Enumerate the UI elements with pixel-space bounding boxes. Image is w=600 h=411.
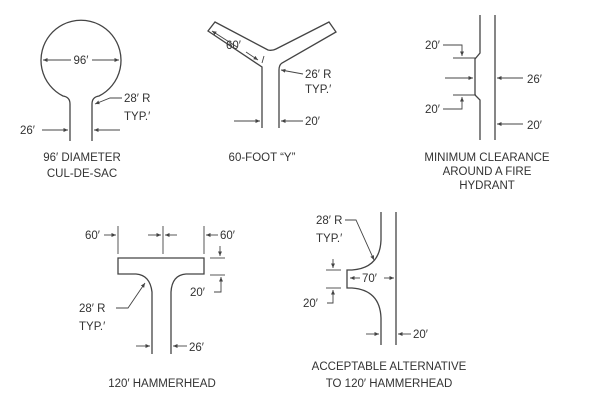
hammerhead-diagram: 60′ 60′ 20′ 28′ R TYP.′ 26′ 120′ HAMMERH…	[79, 226, 235, 390]
bottom-clearance-label: 20′	[425, 104, 440, 116]
width-label: 26′	[527, 74, 542, 86]
typ-label: TYP.′	[124, 111, 150, 123]
caption: 96′ DIAMETER	[43, 152, 121, 164]
caption: ACCEPTABLE ALTERNATIVE	[312, 361, 467, 373]
hydrant-clearance-diagram: 20′ 20′ 26′ 20′ MINIMUM CLEARANCE AROUND…	[424, 15, 550, 192]
caption: MINIMUM CLEARANCE	[424, 152, 550, 164]
y-turn-diagram: 60′ 26′ R TYP.′ 20′ 60-FOOT “Y”	[207, 21, 337, 164]
caption: HYDRANT	[459, 180, 515, 192]
hammerhead-outline	[117, 257, 205, 354]
typ-label: TYP.′	[305, 84, 331, 96]
typ-label: TYP.′	[79, 321, 105, 333]
width-label: 26′	[20, 125, 35, 137]
road-left-edge	[474, 15, 481, 140]
caption: TO 120′ HAMMERHEAD	[326, 378, 453, 390]
radius-label: 28′ R	[124, 93, 150, 105]
top-clearance-label: 20′	[425, 40, 440, 52]
arm-label: 60′	[226, 40, 241, 52]
road-width-label: 20′	[527, 120, 542, 132]
depth-label: 20′	[190, 287, 205, 299]
caption: CUL-DE-SAC	[47, 168, 117, 180]
depth-label: 20′	[303, 298, 318, 310]
right-arm-label: 60′	[220, 230, 235, 242]
typ-label: TYP.′	[316, 233, 342, 245]
cul-de-sac-diagram: 96′ 28′ R TYP.′ 26′ 96′ DIAMETER CUL-DE-…	[20, 19, 150, 180]
y-outline	[207, 21, 337, 128]
width-label: 20′	[413, 329, 428, 341]
radius-label: 28′ R	[316, 215, 342, 227]
width-label: 20′	[305, 116, 320, 128]
caption: 60-FOOT “Y”	[229, 152, 296, 164]
diameter-label: 96′	[74, 55, 89, 67]
radius-label: 26′ R	[305, 69, 331, 81]
alternative-hammerhead-diagram: 70′ 28′ R TYP.′ 20′ 20′ ACCEPTABLE ALTER…	[303, 212, 467, 390]
radius-label: 28′ R	[79, 303, 105, 315]
caption: 120′ HAMMERHEAD	[108, 378, 216, 390]
left-arm-label: 60′	[85, 230, 100, 242]
cul-de-sac-outline	[40, 19, 122, 141]
caption: AROUND A FIRE	[443, 166, 532, 178]
alternative-outline	[346, 212, 382, 345]
length-label: 70′	[362, 273, 377, 285]
width-label: 26′	[189, 342, 204, 354]
